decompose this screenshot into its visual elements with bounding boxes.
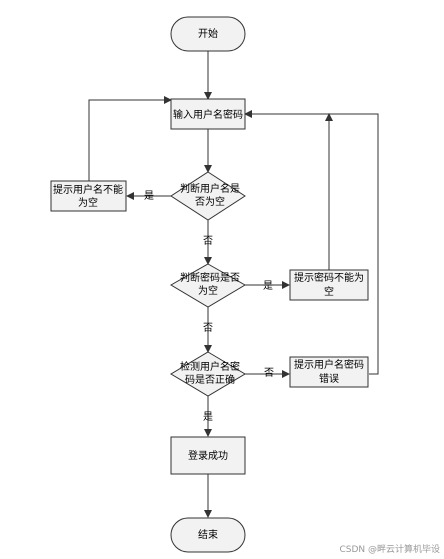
check-empty-label-2: 否为空 — [195, 195, 225, 208]
end-label: 结束 — [198, 528, 218, 541]
prompt-user-empty-label-2: 为空 — [78, 196, 98, 209]
start-terminal — [170, 16, 246, 52]
success-label: 登录成功 — [188, 449, 228, 462]
prompt-wrong-label-1: 提示用户名密码 — [294, 358, 364, 371]
check-pwd-label-1: 判断密码是否 — [180, 271, 240, 284]
check-empty-decision — [170, 171, 246, 221]
check-pwd-label-2: 为空 — [198, 284, 218, 297]
start-label: 开始 — [198, 27, 218, 40]
edge-label-yes-pwd-empty: 是 — [263, 280, 273, 292]
prompt-pwd-empty-label-2: 空 — [324, 285, 334, 298]
prompt-wrong-process — [289, 356, 369, 388]
success-process — [170, 436, 246, 475]
edge-label-yes-verify: 是 — [203, 411, 213, 423]
prompt-pwd-empty-label-1: 提示密码不能为 — [294, 271, 364, 284]
prompt-user-empty-label-1: 提示用户名不能 — [53, 183, 123, 196]
edge-prompt-wrong-back — [244, 110, 379, 375]
edge-label-no-verify: 否 — [264, 367, 274, 379]
prompt-wrong-label-2: 错误 — [319, 372, 339, 385]
check-pwd-decision — [170, 263, 246, 308]
prompt-pwd-empty-process — [289, 269, 369, 301]
verify-label-1: 检测用户名密 — [180, 360, 240, 373]
edge-label-yes-user-empty: 是 — [144, 190, 154, 202]
verify-decision — [170, 351, 246, 397]
verify-label-2: 码是否正确 — [185, 373, 235, 386]
edge-label-no-user-empty: 否 — [203, 235, 213, 247]
watermark: CSDN @畔云计算机毕设 — [339, 543, 440, 555]
input-process — [170, 98, 246, 130]
input-label: 输入用户名密码 — [173, 108, 243, 121]
prompt-user-empty-process — [50, 180, 127, 212]
edge-prompt-user-back — [88, 96, 172, 181]
end-terminal — [170, 517, 246, 553]
check-empty-label-1: 判断用户名是 — [180, 182, 240, 195]
edge-label-no-pwd-empty: 否 — [203, 322, 213, 334]
